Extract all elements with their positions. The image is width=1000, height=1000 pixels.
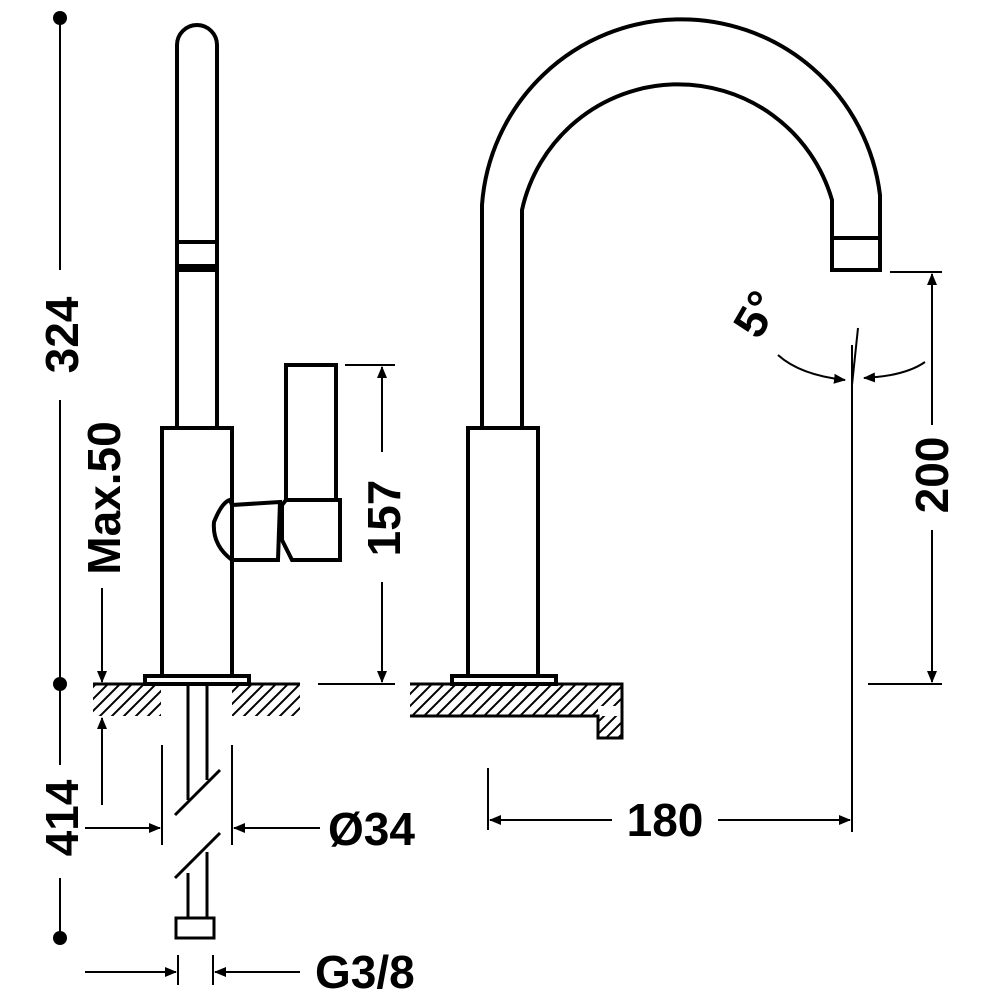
dim-label-200: 200 <box>906 437 958 514</box>
break-line <box>173 831 222 880</box>
dimension-lines <box>53 11 942 985</box>
dim-label-414: 414 <box>36 779 88 856</box>
counter-top-right <box>410 684 622 716</box>
dim-label-d34: Ø34 <box>328 803 415 855</box>
dim-angle-arc <box>863 361 926 383</box>
dim-point <box>53 931 67 945</box>
side-view-lever-knob <box>211 497 283 562</box>
counter-top-left <box>232 684 300 716</box>
dim-label-180: 180 <box>627 794 704 846</box>
dim-label-max50: Max.50 <box>78 421 130 574</box>
dim-point <box>53 11 67 25</box>
dim-label-157: 157 <box>358 480 410 557</box>
front-view-body <box>466 426 540 678</box>
counter-top-right-edge <box>598 716 622 738</box>
side-view-hose-connector <box>174 916 216 940</box>
front-view-spout <box>480 17 882 428</box>
side-view-lever-collar <box>280 498 342 562</box>
dim-label-5deg: 5° <box>723 282 790 346</box>
side-view <box>93 23 342 940</box>
front-view <box>410 17 882 740</box>
side-view-base-flange <box>143 674 251 686</box>
dim-label-g38: G3/8 <box>315 946 415 998</box>
side-view-lever <box>284 363 338 502</box>
break-line <box>173 768 222 817</box>
counter-top-left <box>93 684 161 716</box>
dim-angle-arc <box>777 354 846 384</box>
dim-label-324: 324 <box>36 296 88 373</box>
side-view-spout-pipe <box>175 23 219 428</box>
dim-point <box>53 677 67 691</box>
side-view-pipe-ring-band <box>177 266 217 272</box>
dimension-labels: 324 414 Max.50 157 200 5° 180 Ø34 G3/8 <box>36 282 958 998</box>
